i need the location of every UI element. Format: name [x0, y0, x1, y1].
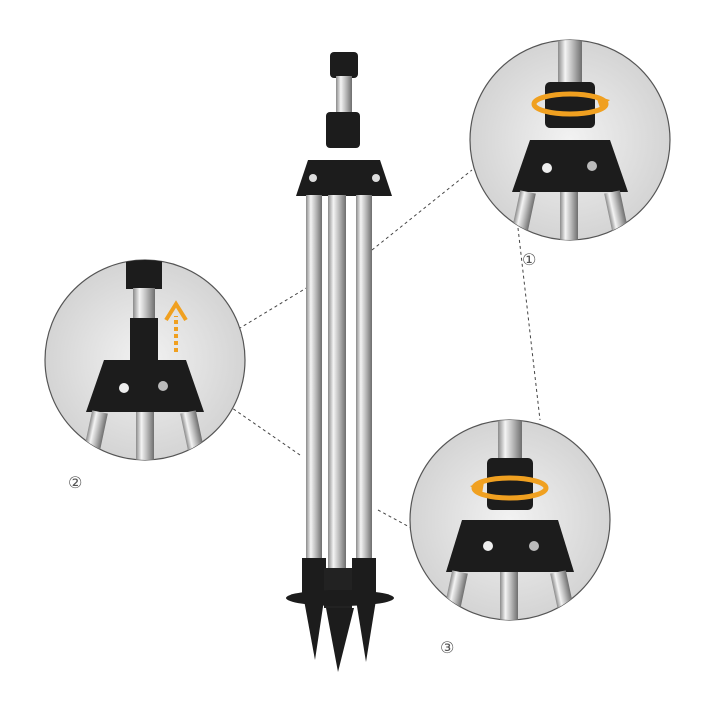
callout-label-2: ② — [68, 473, 83, 492]
tripod-main — [286, 52, 394, 672]
callout-circle-2 — [44, 259, 246, 461]
callout-label-1: ① — [522, 250, 537, 269]
callout-circle-1 — [469, 39, 671, 241]
callout-label-3: ③ — [440, 638, 455, 657]
callout-circle-3 — [409, 419, 611, 621]
connector-lines — [231, 169, 541, 531]
